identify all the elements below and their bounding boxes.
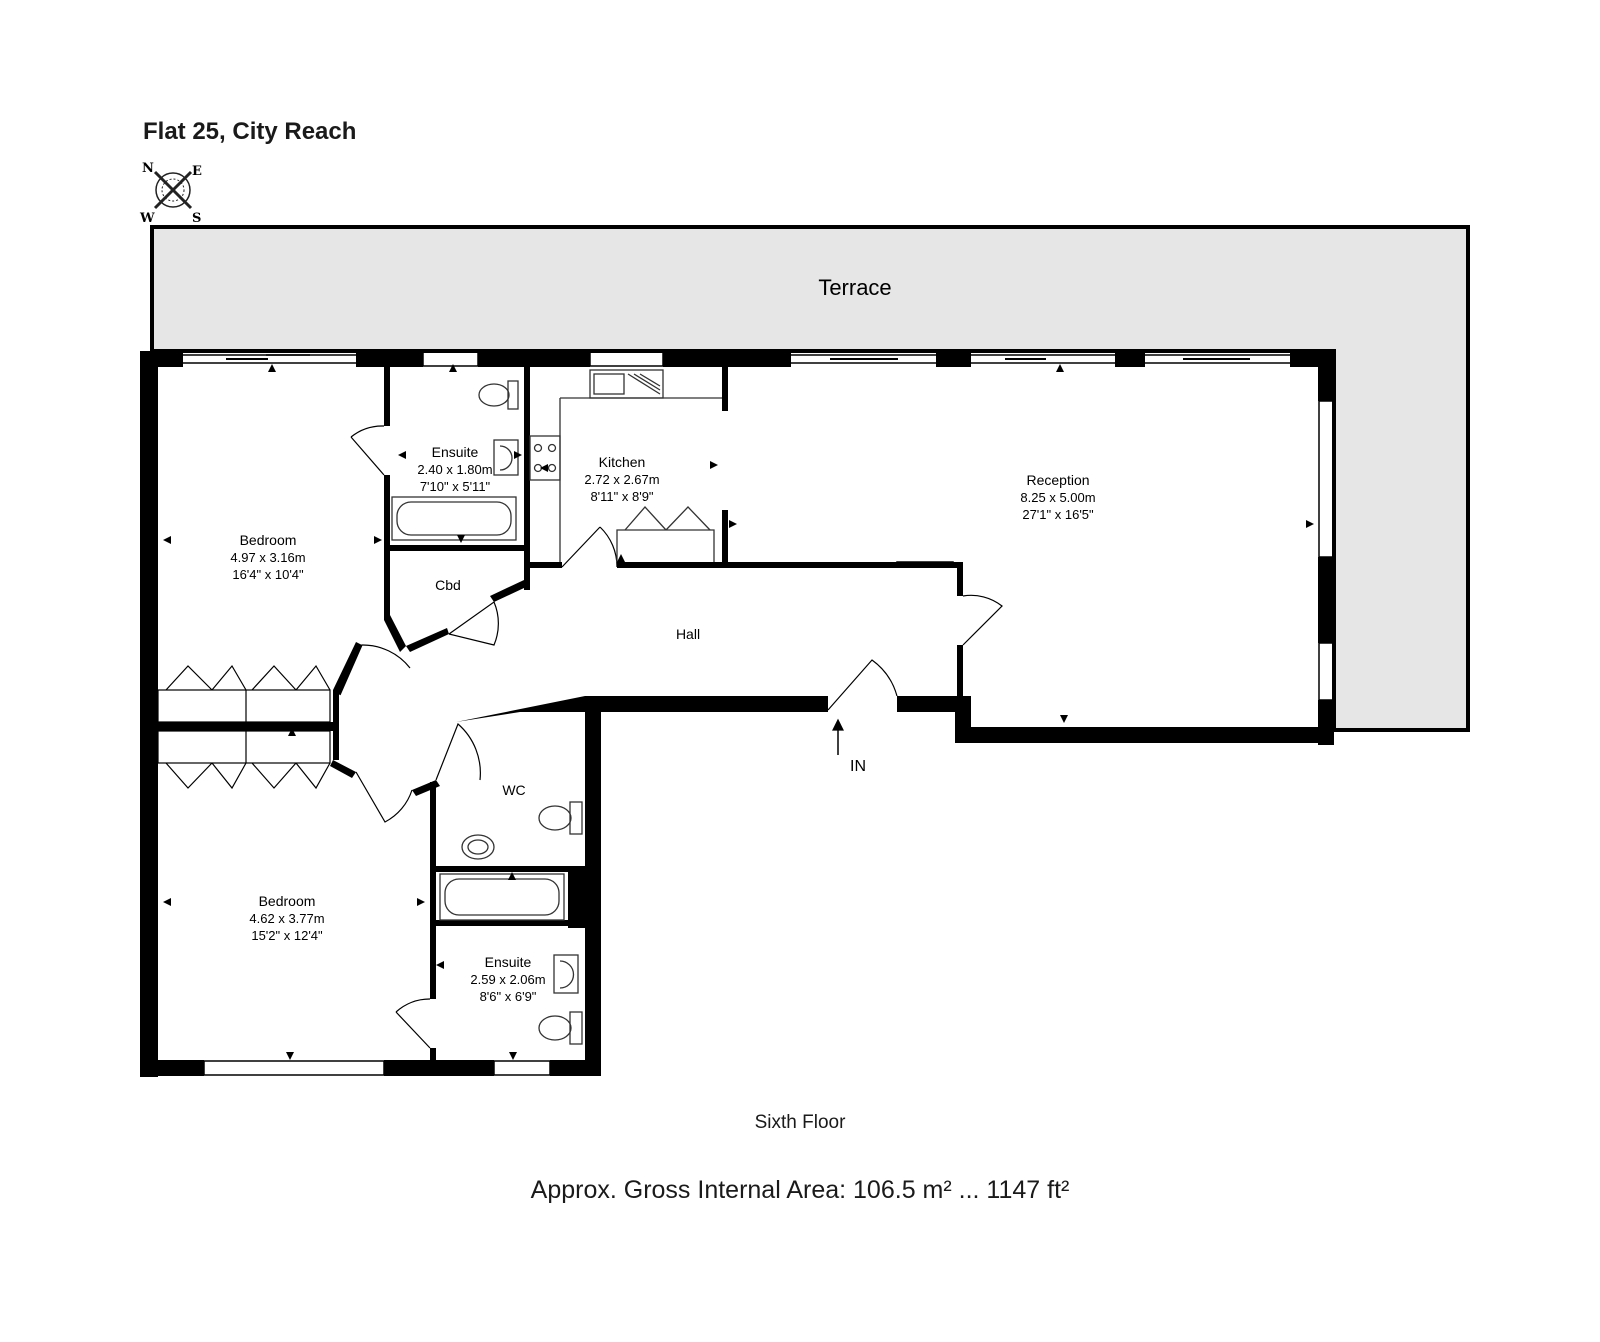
room-metric: 2.40 x 1.80m — [417, 462, 492, 477]
room-wc: WC — [502, 782, 525, 798]
room-imperial: 8'6" x 6'9" — [480, 989, 537, 1004]
room-hall: Hall — [676, 626, 700, 642]
wardrobes — [157, 664, 331, 790]
compass-n: N — [142, 161, 154, 176]
room-name: Ensuite — [432, 444, 479, 460]
room-metric: 4.62 x 3.77m — [249, 911, 324, 926]
room-metric: 2.72 x 2.67m — [584, 472, 659, 487]
room-imperial: 7'10" x 5'11" — [420, 479, 491, 494]
room-bedroom-1: Bedroom 4.97 x 3.16m 16'4" x 10'4" — [230, 532, 305, 582]
compass-w: W — [139, 211, 155, 226]
outer-walls — [140, 351, 1334, 1077]
room-metric: 2.59 x 2.06m — [470, 972, 545, 987]
windows — [183, 351, 1334, 1076]
room-imperial: 27'1" x 16'5" — [1022, 507, 1094, 522]
room-ensuite-1: Ensuite 2.40 x 1.80m 7'10" x 5'11" — [417, 444, 492, 494]
doors — [339, 425, 1003, 1049]
room-metric: 4.97 x 3.16m — [230, 550, 305, 565]
room-bedroom-2: Bedroom 4.62 x 3.77m 15'2" x 12'4" — [249, 893, 324, 943]
terrace-label: Terrace — [818, 275, 891, 300]
room-cbd: Cbd — [435, 577, 461, 593]
room-name: Ensuite — [485, 954, 532, 970]
room-imperial: 15'2" x 12'4" — [251, 928, 323, 943]
internal-walls — [158, 367, 963, 1062]
fixtures — [391, 369, 722, 1045]
entrance-label: IN — [850, 758, 866, 775]
gross-area-label: Approx. Gross Internal Area: 106.5 m² ..… — [530, 1176, 1070, 1204]
terrace-area — [150, 225, 1470, 732]
room-imperial: 8'11" x 8'9" — [590, 489, 653, 504]
property-title: Flat 25, City Reach — [143, 118, 357, 145]
room-kitchen: Kitchen 2.72 x 2.67m 8'11" x 8'9" — [584, 454, 659, 504]
room-imperial: 16'4" x 10'4" — [232, 567, 304, 582]
compass-e: E — [192, 164, 202, 179]
room-name: Kitchen — [599, 454, 646, 470]
room-ensuite-2: Ensuite 2.59 x 2.06m 8'6" x 6'9" — [470, 954, 545, 1004]
compass-s: S — [192, 211, 201, 226]
room-reception: Reception 8.25 x 5.00m 27'1" x 16'5" — [1020, 472, 1095, 522]
room-name: Bedroom — [240, 532, 297, 548]
room-metric: 8.25 x 5.00m — [1020, 490, 1095, 505]
compass-icon: N E W S — [139, 161, 202, 226]
dimension-markers — [163, 364, 1314, 1060]
room-name: Bedroom — [259, 893, 316, 909]
room-name: Reception — [1026, 472, 1089, 488]
floor-label: Sixth Floor — [754, 1112, 846, 1133]
